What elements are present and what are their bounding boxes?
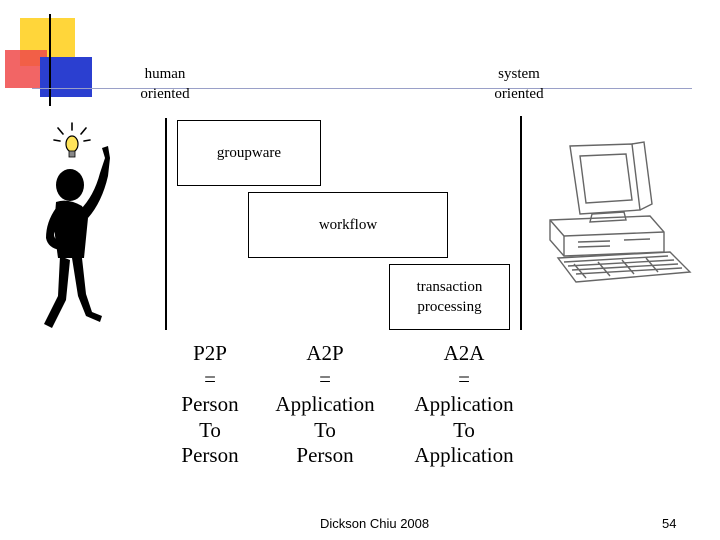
page-number: 54 bbox=[662, 516, 677, 531]
system-oriented-label: system oriented bbox=[494, 66, 544, 102]
left-boundary-line bbox=[165, 118, 167, 330]
p2p-column: P2P = Person To Person bbox=[181, 341, 239, 468]
logo-vertical-line bbox=[49, 14, 51, 106]
header-rule bbox=[32, 88, 692, 89]
transaction-processing-box: transaction processing bbox=[389, 264, 510, 330]
human-oriented-label: human oriented bbox=[140, 66, 190, 102]
person-lightbulb-icon bbox=[44, 122, 110, 328]
groupware-box: groupware bbox=[177, 120, 321, 186]
desktop-computer-icon bbox=[549, 141, 692, 283]
right-boundary-line bbox=[520, 116, 522, 330]
logo-blue-block bbox=[40, 57, 92, 97]
a2a-column: A2A = Application To Application bbox=[414, 341, 514, 468]
workflow-box: workflow bbox=[248, 192, 448, 258]
footer-author: Dickson Chiu 2008 bbox=[320, 516, 430, 531]
a2p-column: A2P = Application To Person bbox=[275, 341, 375, 468]
